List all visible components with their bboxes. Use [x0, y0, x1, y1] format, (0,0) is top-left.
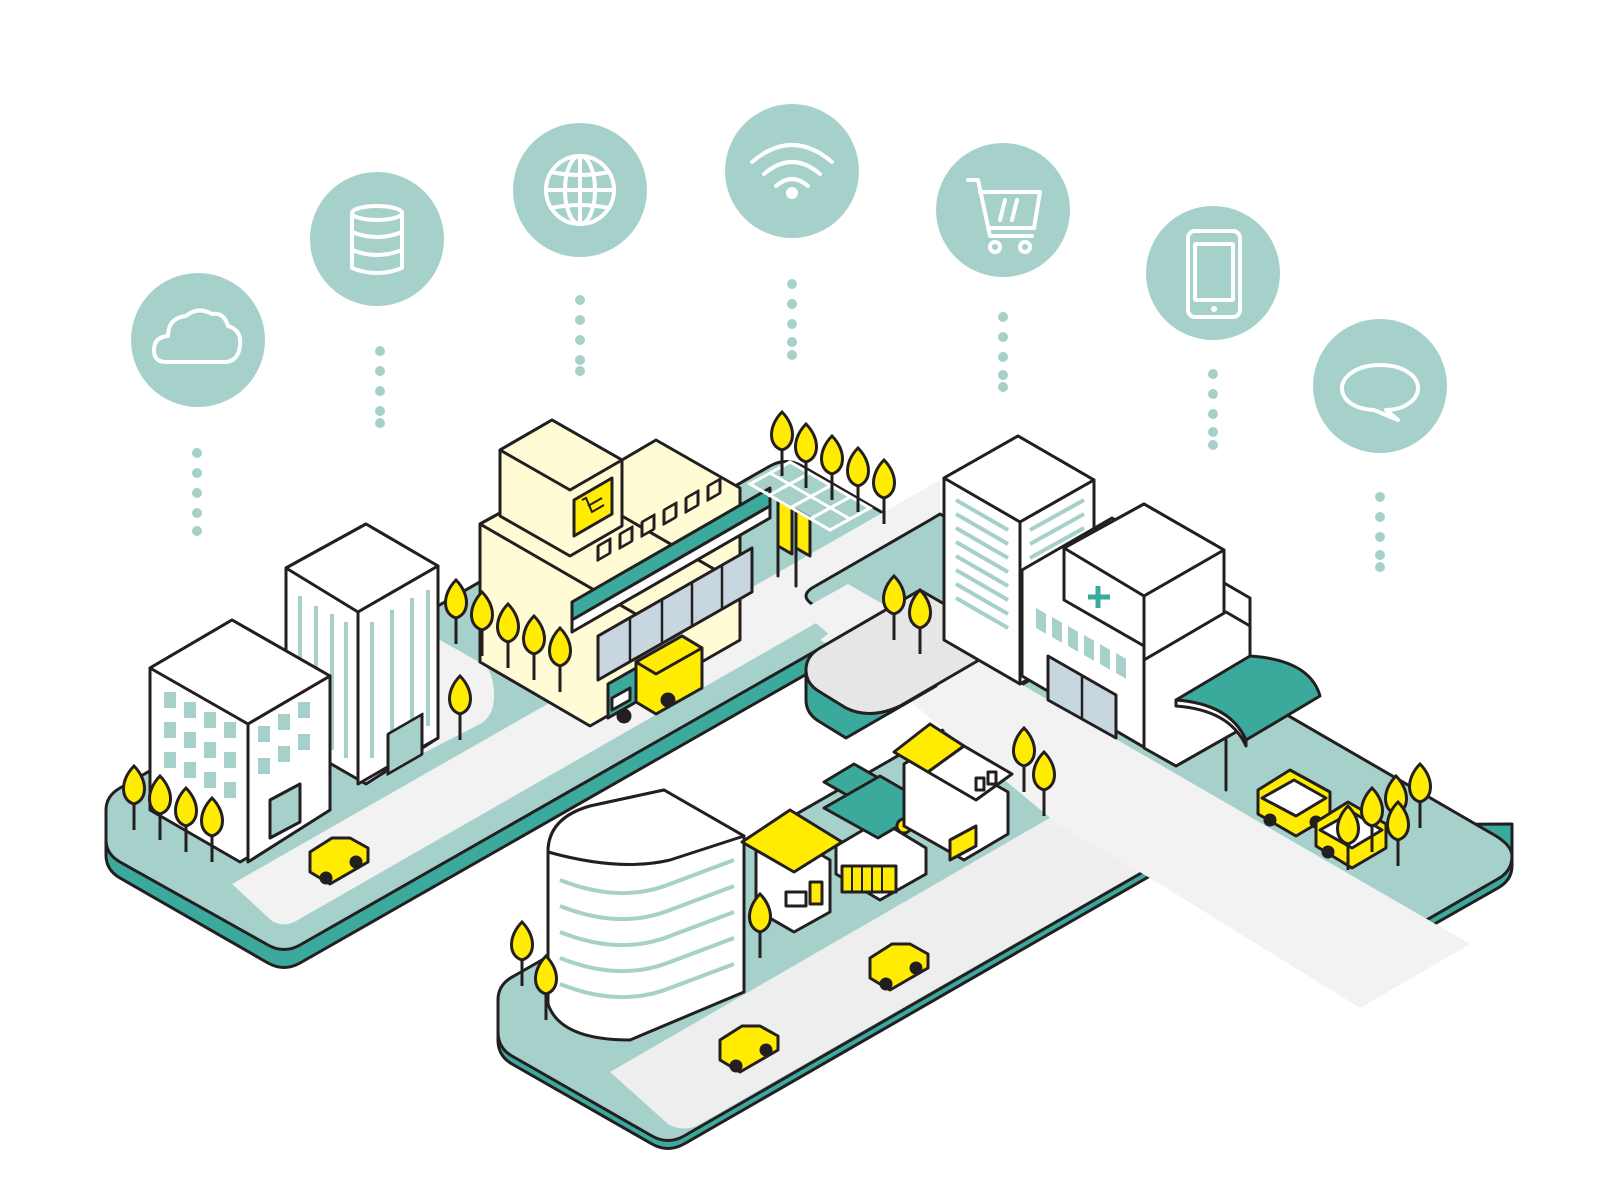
hospital	[1020, 502, 1322, 792]
tree	[748, 891, 772, 958]
taxi	[308, 836, 370, 886]
road-right-wide	[820, 620, 1340, 926]
tree	[1336, 803, 1360, 870]
tree	[470, 589, 494, 656]
tree	[496, 601, 520, 668]
tree	[122, 763, 146, 830]
tree	[846, 445, 870, 512]
tree	[174, 785, 198, 852]
tree	[448, 673, 472, 740]
wifi-icon	[725, 104, 859, 238]
tree	[882, 573, 906, 640]
hospital-cross	[1088, 586, 1110, 608]
tree	[908, 587, 932, 654]
smartphone-icon	[1146, 206, 1280, 340]
speech-bubble-icon	[1313, 319, 1447, 453]
tree	[794, 421, 818, 488]
tree	[510, 919, 534, 986]
tree	[872, 457, 896, 524]
tree	[1386, 799, 1410, 866]
tree	[444, 577, 468, 644]
tree	[548, 625, 572, 692]
tree	[522, 613, 546, 680]
tree	[1408, 761, 1432, 828]
tree	[534, 953, 558, 1020]
database-icon	[310, 172, 444, 306]
curved-office	[546, 788, 746, 1042]
tree	[148, 773, 172, 840]
cart-sign	[572, 476, 614, 538]
tree	[820, 433, 844, 500]
tree	[1032, 749, 1056, 816]
delivery-truck	[606, 634, 704, 724]
cloud-icon	[131, 273, 265, 407]
office-tower	[284, 522, 440, 786]
icon-row	[131, 104, 1447, 572]
tree	[1360, 785, 1384, 852]
globe-icon	[513, 123, 647, 257]
house-right	[892, 722, 1014, 862]
connector-dots	[192, 279, 1385, 572]
tree	[200, 795, 224, 862]
tree	[1012, 725, 1036, 792]
shopping-cart-icon	[936, 143, 1070, 277]
taxi	[868, 942, 930, 992]
office-building	[148, 618, 332, 864]
tree	[770, 409, 794, 476]
taxi	[718, 1024, 780, 1074]
trees	[122, 409, 1432, 1020]
